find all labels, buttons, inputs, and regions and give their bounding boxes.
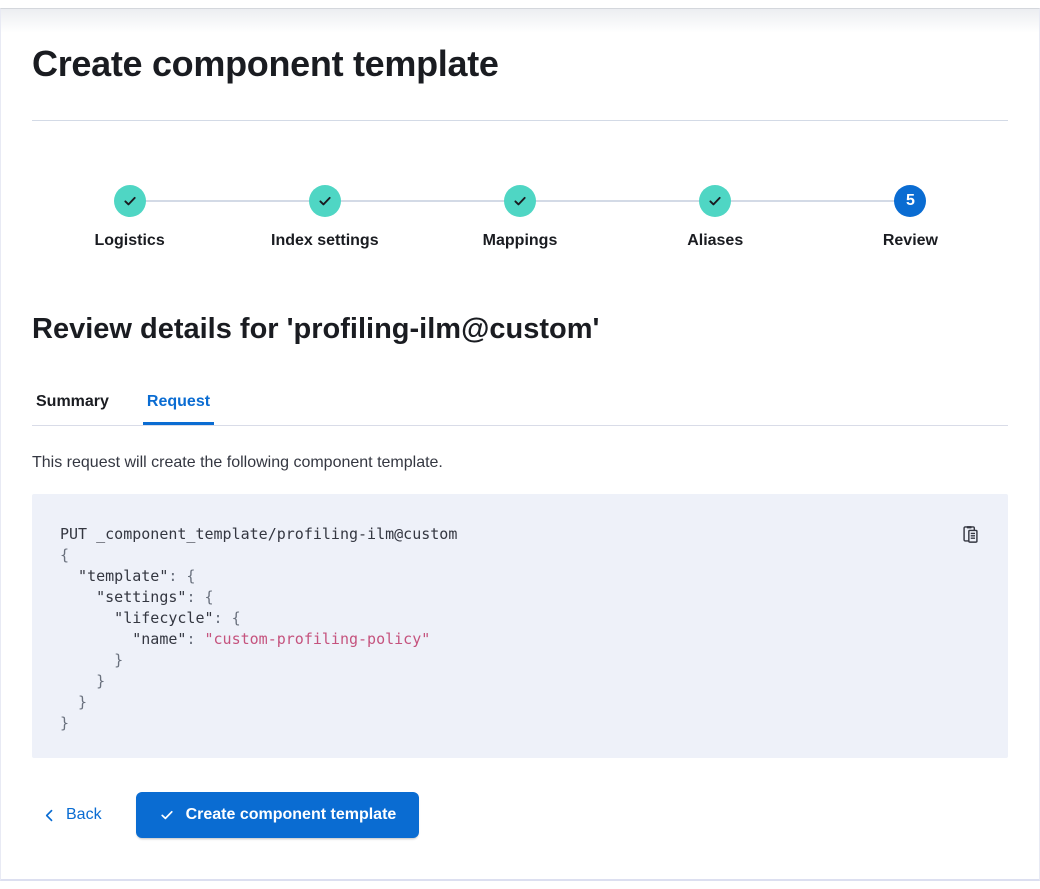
stepper-step-mappings[interactable]: Mappings	[422, 185, 618, 250]
create-component-template-button[interactable]: Create component template	[135, 792, 420, 838]
code-line: PUT _component_template/profiling-ilm@cu…	[60, 525, 458, 543]
step-complete-indicator	[699, 185, 732, 217]
code-line: }	[60, 693, 88, 711]
request-description: This request will create the following c…	[32, 454, 443, 471]
code-line: "template": {	[60, 567, 196, 585]
step-label: Logistics	[94, 232, 165, 249]
check-icon	[124, 196, 136, 206]
check-icon	[514, 196, 526, 206]
code-line: "name": "custom-profiling-policy"	[60, 630, 431, 648]
code-line: {	[60, 546, 70, 564]
stepper-step-aliases[interactable]: Aliases	[617, 185, 814, 250]
request-code-block: PUT _component_template/profiling-ilm@cu…	[32, 494, 1008, 758]
check-icon	[160, 810, 173, 820]
page-title: Create component template	[32, 43, 499, 84]
step-complete-indicator	[504, 185, 536, 217]
step-label: Review	[882, 232, 938, 249]
stepper-step-logistics[interactable]: Logistics	[32, 185, 228, 250]
step-label: Mappings	[482, 232, 558, 249]
copy-clipboard-icon	[962, 525, 978, 543]
code-line: "lifecycle": {	[60, 609, 241, 627]
back-button[interactable]: Back	[42, 806, 102, 824]
back-label: Back	[66, 806, 102, 823]
tab-summary[interactable]: Summary	[32, 390, 113, 425]
code-line: }	[60, 672, 106, 690]
step-complete-indicator	[308, 185, 341, 217]
step-current-indicator: 5	[894, 185, 927, 217]
code-line: }	[60, 714, 70, 732]
step-label: Aliases	[687, 232, 744, 249]
code-line: "settings": {	[60, 588, 214, 606]
title-divider	[32, 120, 1008, 121]
check-icon	[709, 196, 721, 206]
step-label: Index settings	[271, 232, 379, 249]
step-complete-indicator	[113, 185, 146, 217]
create-component-template-page: Create component template Logistics Index…	[0, 8, 1040, 881]
tabs: Summary Request	[32, 390, 1008, 426]
create-button-label: Create component template	[185, 806, 397, 823]
copy-button[interactable]	[958, 522, 982, 546]
review-heading: Review details for 'profiling-ilm@custom…	[32, 313, 600, 345]
stepper-step-index-settings[interactable]: Index settings	[227, 185, 423, 250]
code-line: }	[60, 651, 124, 669]
chevron-left-icon	[45, 809, 53, 821]
footer-actions: Back Create component template	[32, 792, 1008, 838]
tab-request[interactable]: Request	[143, 390, 214, 425]
code-content: PUT _component_template/profiling-ilm@cu…	[60, 524, 948, 734]
check-icon	[319, 196, 331, 206]
